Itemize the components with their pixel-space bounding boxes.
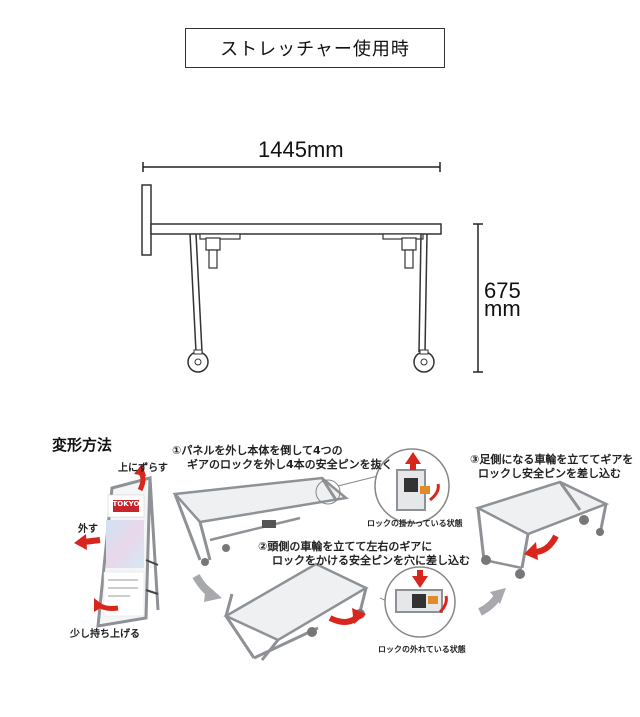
sign-panel-illustration [96, 476, 160, 628]
unlocked-callout [384, 566, 456, 638]
step2-line1: ②頭側の車輪を立てて左右のギアに [258, 540, 433, 553]
step1-line2: ギアのロックを外し4本の安全ピンを抜く [187, 458, 393, 471]
locked-callout [374, 448, 450, 524]
length-dimension-label: 1445mm [258, 137, 344, 162]
height-dimension-unit: mm [484, 296, 521, 321]
slide-up-label: 上にずらす [118, 463, 168, 474]
stretcher-dimension-drawing [141, 162, 483, 373]
unlocked-caption: ロックの外れている状態 [378, 645, 466, 654]
step1-line1: ①パネルを外し本体を倒して4つの [172, 444, 343, 457]
remove-label: 外す [78, 524, 98, 535]
step3-illustration [474, 480, 610, 579]
lift-label: 少し持ち上げる [70, 629, 140, 640]
step3-line2: ロックし安全ピンを差し込む [478, 467, 621, 480]
method-heading: 変形方法 [52, 436, 113, 454]
locked-caption: ロックの掛かっている状態 [367, 519, 463, 528]
step1-illustration [172, 476, 349, 566]
page-title: ストレッチャー使用時 [185, 28, 445, 68]
step2-line2: ロックをかける安全ピンを穴に差し込む [272, 554, 470, 567]
sign-logo: TOKYO [112, 500, 140, 508]
step2-illustration [223, 562, 369, 661]
step3-line1: ③足側になる車輪を立ててギアを [470, 453, 634, 466]
height-dimension-value: 675 [484, 278, 521, 303]
